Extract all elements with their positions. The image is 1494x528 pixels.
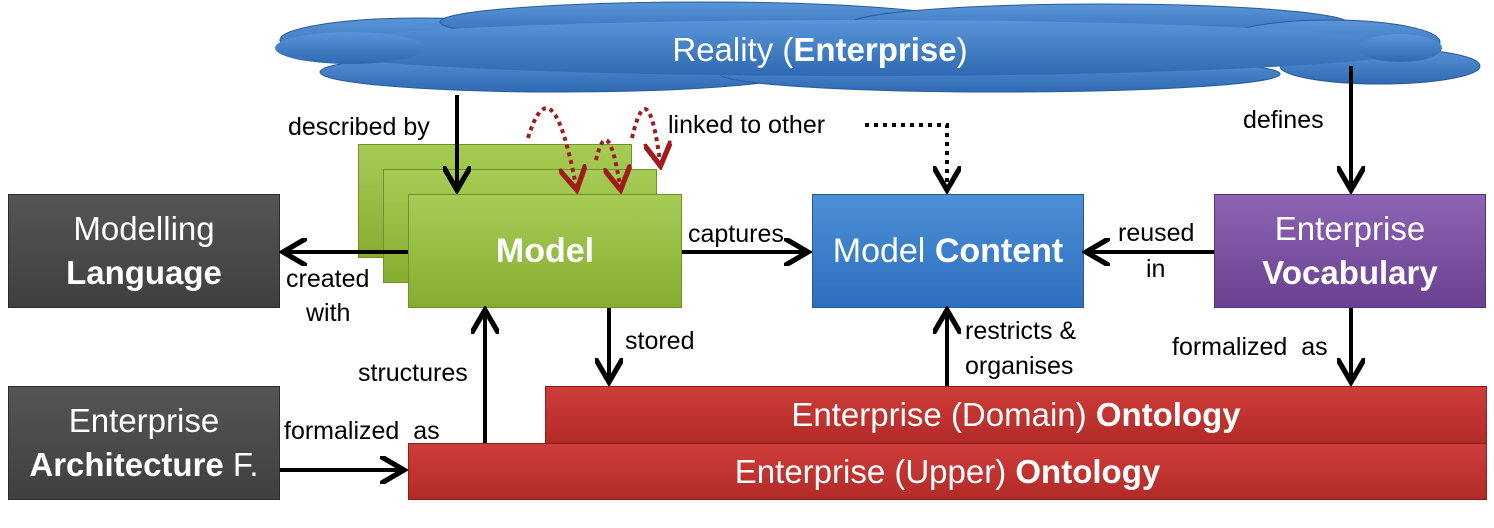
- vocabulary-line2: Vocabulary: [1262, 254, 1438, 291]
- eaf-bold: Architecture: [29, 446, 224, 483]
- reality-node: Reality (Enterprise): [560, 28, 1080, 72]
- domain-ontology-text: Enterprise (Domain): [791, 396, 1096, 433]
- eaf-line2: Architecture F.: [29, 443, 258, 487]
- link-arrow-2: [594, 138, 620, 186]
- upper-ontology-bold: Ontology: [1015, 452, 1161, 490]
- vocabulary-line1: Enterprise: [1274, 210, 1426, 247]
- eaf-line1: Enterprise: [68, 402, 220, 439]
- model-content-node: Model Content: [812, 194, 1084, 308]
- modelling-language-node: Modelling Language: [8, 194, 280, 308]
- model-label: Model: [495, 231, 595, 270]
- model-node: Model: [408, 194, 682, 308]
- label-restricts: restricts &: [965, 317, 1077, 345]
- label-structures: structures: [358, 359, 468, 387]
- modelling-language-line2: Language: [66, 254, 222, 291]
- label-described-by: described by: [288, 113, 430, 141]
- label-formalized-as-left: formalized as: [284, 417, 440, 445]
- enterprise-architecture-framework-node: Enterprise Architecture F.: [8, 386, 280, 500]
- label-created: created: [286, 265, 370, 293]
- arrow-linked-to-other: [865, 123, 947, 186]
- model-content-text: Model: [832, 231, 935, 270]
- link-arrow-1: [526, 106, 576, 186]
- reality-text: Reality (: [672, 31, 794, 68]
- enterprise-vocabulary-node: Enterprise Vocabulary: [1214, 194, 1486, 308]
- modelling-language-line1: Modelling: [73, 210, 215, 247]
- domain-ontology-node: Enterprise (Domain) Ontology: [545, 386, 1487, 444]
- upper-ontology-text: Enterprise (Upper): [734, 452, 1016, 490]
- reality-close: ): [956, 31, 968, 68]
- label-stored: stored: [625, 327, 695, 355]
- link-arrow-3: [630, 107, 660, 162]
- label-captures: captures: [688, 220, 784, 248]
- model-content-bold: Content: [934, 231, 1064, 270]
- reality-bold: Enterprise: [793, 31, 957, 68]
- label-defines: defines: [1243, 106, 1324, 134]
- label-linked-to-other: linked to other: [668, 111, 826, 139]
- upper-ontology-node: Enterprise (Upper) Ontology: [408, 443, 1487, 500]
- label-reused: reused: [1118, 219, 1195, 247]
- label-in: in: [1146, 255, 1166, 283]
- label-with: with: [306, 299, 351, 327]
- eaf-suffix: F.: [223, 446, 259, 483]
- domain-ontology-bold: Ontology: [1095, 396, 1241, 433]
- label-organises: organises: [965, 352, 1074, 380]
- label-formalized-as-right: formalized as: [1172, 333, 1328, 361]
